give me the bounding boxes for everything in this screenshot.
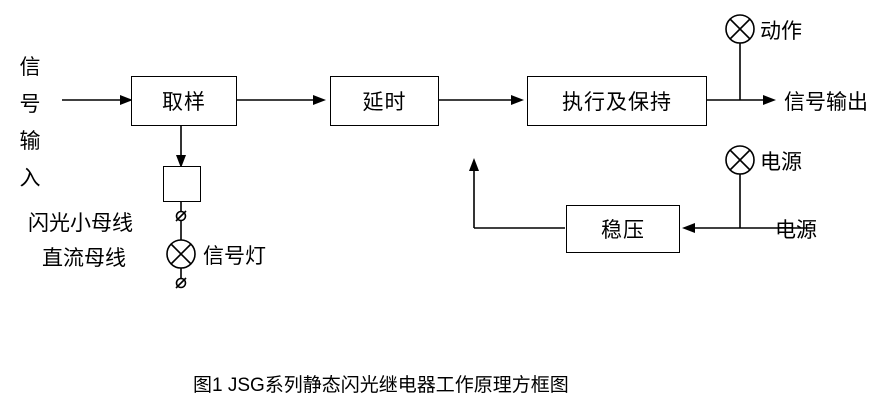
lamp-cross-stroke: [729, 149, 751, 171]
figure-caption: 图1 JSG系列静态闪光继电器工作原理方框图: [193, 375, 569, 396]
lamp-cross-circle-icon: [725, 14, 755, 44]
block-execute-hold-label: 执行及保持: [562, 91, 672, 114]
label-action: 动作: [760, 20, 802, 43]
label-flash-bus: 闪光小母线: [28, 212, 133, 235]
lamp-cross-stroke: [729, 18, 751, 40]
lamp-cross-stroke: [170, 243, 192, 265]
label-signal-input-char-3: 输: [19, 130, 41, 153]
label-signal-output: 信号输出: [784, 91, 868, 114]
terminal-circle-icon: [175, 210, 187, 222]
block-voltage-regulator[interactable]: 稳压: [566, 205, 680, 253]
label-power-lamp: 电源: [760, 151, 802, 174]
block-voltage-regulator-label: 稳压: [601, 219, 645, 242]
arrow-head-icon: [511, 95, 524, 105]
block-sampling-label: 取样: [162, 91, 206, 114]
label-signal-input-char-4: 入: [19, 167, 41, 190]
arrow-head-icon: [469, 158, 479, 171]
label-power-source: 电源: [775, 219, 817, 242]
block-flash-contact[interactable]: [163, 166, 201, 202]
block-execute-hold[interactable]: 执行及保持: [527, 76, 707, 126]
label-signal-input-char-2: 号: [19, 93, 41, 116]
lamp-cross-stroke: [729, 149, 751, 171]
lamp-cross-stroke: [729, 18, 751, 40]
arrow-head-icon: [313, 95, 326, 105]
label-signal-input-char-1: 信: [19, 56, 41, 79]
terminal-circle-icon: [175, 277, 187, 289]
block-delay[interactable]: 延时: [330, 76, 439, 126]
label-dc-bus: 直流母线: [42, 247, 126, 270]
arrow-head-icon: [763, 95, 776, 105]
lamp-cross-circle-icon: [725, 145, 755, 175]
arrow-head-icon: [682, 223, 695, 233]
terminal-slash: [175, 210, 187, 222]
lamp-cross-circle-icon: [166, 239, 196, 269]
block-sampling[interactable]: 取样: [131, 76, 237, 126]
block-delay-label: 延时: [362, 91, 407, 114]
lamp-cross-stroke: [170, 243, 192, 265]
label-signal-lamp: 信号灯: [203, 245, 266, 268]
terminal-slash: [175, 277, 187, 289]
